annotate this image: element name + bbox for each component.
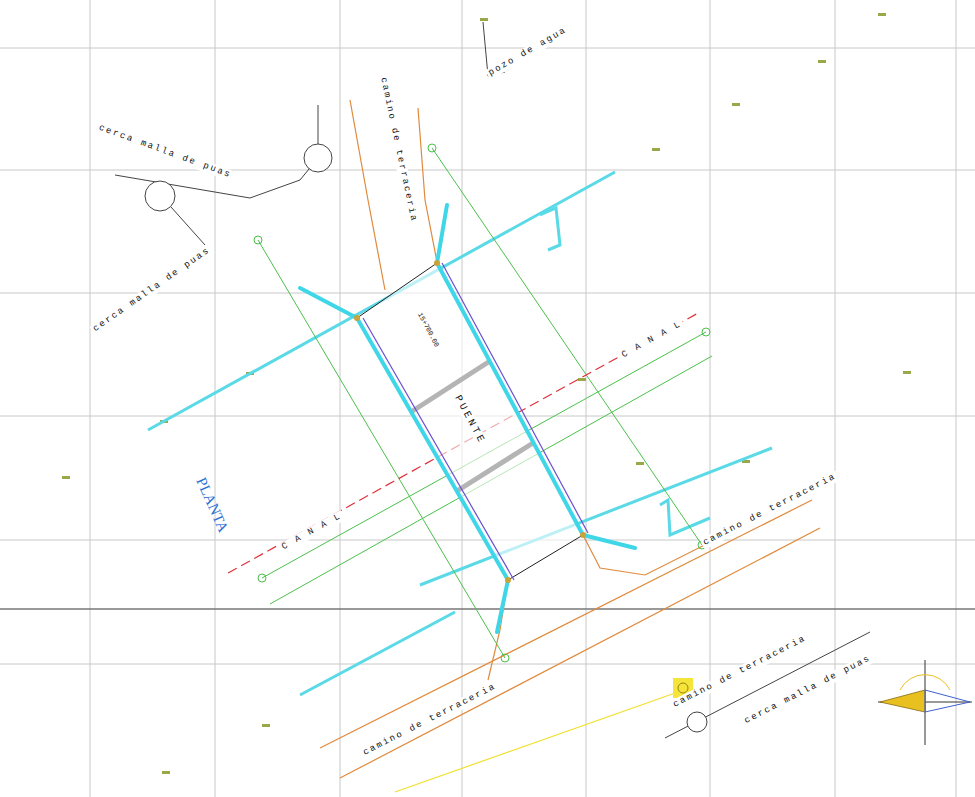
tree-mark — [652, 148, 660, 151]
grid-line — [956, 0, 957, 797]
well-symbol — [145, 181, 175, 211]
corner-point — [505, 577, 511, 583]
canal-label: C A N A L — [618, 318, 685, 362]
corner-point — [580, 532, 586, 538]
dimension-mark — [258, 574, 266, 582]
fence-label: cerca malla de puas — [90, 244, 215, 336]
tree-mark — [732, 103, 740, 106]
wing-wall — [497, 580, 508, 632]
road-label: camino de terraceria — [377, 75, 419, 226]
water-line — [660, 500, 710, 535]
bridge-rail — [442, 263, 588, 533]
marker-square — [678, 683, 688, 693]
water-line — [300, 612, 455, 695]
bridge-deck — [357, 263, 583, 580]
water-line — [540, 208, 560, 250]
dimension-mark — [254, 236, 262, 244]
well-symbol — [687, 712, 707, 732]
road-edge — [340, 528, 820, 778]
grid-line — [0, 608, 975, 610]
grid-line — [340, 0, 341, 797]
tree-mark — [818, 60, 826, 63]
wing-wall — [437, 205, 447, 263]
grid-line — [215, 0, 216, 797]
road-edge — [350, 100, 385, 290]
tree-mark — [878, 13, 886, 16]
leader-line — [318, 105, 319, 144]
yellow-line — [395, 692, 678, 792]
grid-line — [0, 48, 975, 49]
well-label: pozo de agua — [485, 24, 571, 80]
road-label: camino de terraceria — [700, 471, 840, 550]
wing-wall — [300, 288, 357, 318]
drawing-title: PLANTA — [192, 475, 231, 535]
road-edge — [488, 580, 508, 680]
corner-point — [354, 315, 360, 321]
well-symbol — [304, 144, 332, 172]
north-arrow — [880, 690, 925, 712]
bridge-pier — [411, 361, 490, 412]
bridge-parapet — [437, 263, 583, 535]
tree-mark — [262, 724, 270, 727]
tree-mark — [578, 378, 586, 381]
dimension-mark — [501, 654, 509, 662]
tree-mark — [62, 476, 70, 479]
dimension-mark — [428, 144, 436, 152]
grid-line — [0, 170, 975, 171]
canal-label: C A N A L — [278, 510, 345, 554]
grid-line — [90, 0, 91, 797]
tree-mark — [636, 462, 644, 465]
north-arrow — [900, 675, 950, 690]
tree-mark — [162, 771, 170, 774]
bridge-rail — [363, 318, 514, 580]
tree-mark — [480, 18, 488, 21]
dimension-mark — [702, 328, 710, 336]
bridge-pier — [457, 443, 533, 491]
fence-label: cerca malla de puas — [95, 122, 235, 182]
tree-mark — [903, 371, 911, 374]
north-arrow — [878, 660, 972, 745]
fence-line — [665, 632, 870, 738]
corner-point — [434, 260, 440, 266]
leader-line — [171, 207, 205, 245]
grid-line — [710, 0, 711, 797]
wing-wall — [583, 535, 635, 548]
north-arrow — [925, 690, 970, 712]
road-edge — [418, 108, 437, 262]
